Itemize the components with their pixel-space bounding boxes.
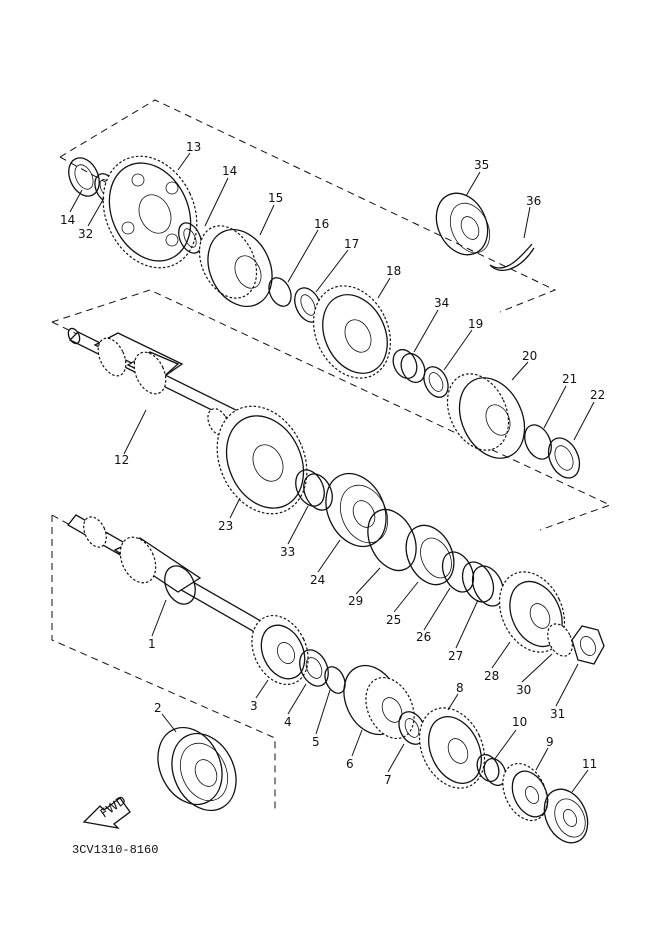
part-21-circlip bbox=[524, 424, 552, 460]
part-29-circlip bbox=[367, 508, 417, 572]
callout-23: 23 bbox=[218, 519, 233, 533]
callout-30: 30 bbox=[516, 683, 531, 697]
callout-26: 26 bbox=[416, 630, 431, 644]
callout-35: 35 bbox=[474, 158, 489, 172]
part-12-main-axle bbox=[67, 327, 242, 436]
callout-labels: 14 32 13 14 15 16 17 18 35 36 34 19 20 2… bbox=[60, 140, 605, 787]
callout-9: 9 bbox=[546, 735, 554, 749]
callout-16: 16 bbox=[314, 217, 329, 231]
callout-19: 19 bbox=[468, 317, 483, 331]
part-24-bearing bbox=[325, 472, 389, 548]
part-18-gear bbox=[312, 285, 392, 379]
callout-31: 31 bbox=[550, 707, 565, 721]
part-16-circlip bbox=[268, 277, 292, 307]
part-8-gear bbox=[418, 707, 486, 789]
callout-12: 12 bbox=[114, 453, 129, 467]
callout-15: 15 bbox=[268, 191, 283, 205]
part-6-gear bbox=[343, 664, 415, 740]
callout-7: 7 bbox=[384, 773, 392, 787]
part-4-washer bbox=[299, 649, 329, 687]
part-13-gear bbox=[102, 155, 198, 269]
callout-20: 20 bbox=[522, 349, 537, 363]
part-9-gear bbox=[502, 762, 549, 822]
part-14-washer-left bbox=[68, 157, 100, 197]
callout-27: 27 bbox=[448, 649, 463, 663]
callout-36: 36 bbox=[526, 194, 541, 208]
part-25-seal bbox=[405, 524, 455, 586]
callout-22: 22 bbox=[590, 388, 605, 402]
callout-14: 14 bbox=[222, 164, 237, 178]
callout-18: 18 bbox=[386, 264, 401, 278]
part-3-gear bbox=[251, 614, 309, 686]
part-20-gear bbox=[446, 373, 526, 459]
fwd-arrow-icon: FWD bbox=[82, 793, 131, 829]
callout-34: 34 bbox=[434, 296, 449, 310]
callout-24: 24 bbox=[310, 573, 325, 587]
part-22-washer bbox=[547, 437, 581, 479]
part-36-circlip bbox=[489, 243, 535, 271]
part-19-washer bbox=[423, 366, 449, 398]
part-31-nut bbox=[571, 625, 605, 665]
callout-25: 25 bbox=[386, 613, 401, 627]
leader-lines bbox=[69, 152, 595, 793]
part-26-o-ring bbox=[441, 551, 475, 593]
part-30-lock-washer bbox=[547, 623, 573, 657]
callout-33: 33 bbox=[280, 545, 295, 559]
part-2-bearing bbox=[157, 726, 237, 812]
part-23-gear bbox=[216, 405, 308, 515]
part-code: 3CV1310-8160 bbox=[72, 843, 158, 857]
part-11-bearing bbox=[543, 788, 589, 844]
callout-3: 3 bbox=[250, 699, 258, 713]
callout-32: 32 bbox=[78, 227, 93, 241]
part-5-circlip bbox=[324, 666, 346, 694]
callout-1: 1 bbox=[148, 637, 156, 651]
callout-8: 8 bbox=[456, 681, 464, 695]
callout-13: 13 bbox=[186, 140, 201, 154]
part-10-bearing bbox=[476, 753, 507, 787]
callout-4: 4 bbox=[284, 715, 292, 729]
callout-28: 28 bbox=[484, 669, 499, 683]
callout-11: 11 bbox=[582, 757, 597, 771]
part-14-washer bbox=[178, 222, 202, 254]
callout-14-left: 14 bbox=[60, 213, 75, 227]
callout-21: 21 bbox=[562, 372, 577, 386]
part-15-gear bbox=[198, 225, 273, 308]
part-34-bearing bbox=[392, 348, 426, 384]
callout-17: 17 bbox=[344, 237, 359, 251]
callout-2: 2 bbox=[154, 701, 162, 715]
part-27-collar bbox=[461, 561, 505, 607]
callout-6: 6 bbox=[346, 757, 354, 771]
part-35-bearing bbox=[435, 192, 491, 256]
callout-29: 29 bbox=[348, 594, 363, 608]
part-1-countershaft bbox=[67, 514, 281, 643]
callout-5: 5 bbox=[312, 735, 320, 749]
callout-10: 10 bbox=[512, 715, 527, 729]
